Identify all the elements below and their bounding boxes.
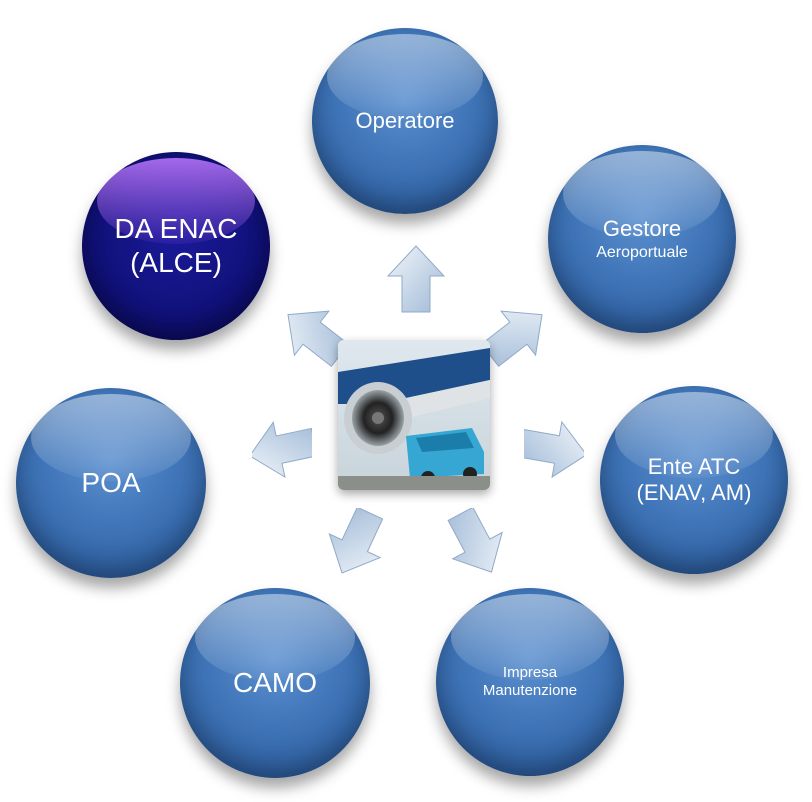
center-photo bbox=[338, 340, 490, 490]
node-gestore-line2: Aeroportuale bbox=[596, 243, 688, 261]
arrow-to-poa bbox=[252, 421, 312, 479]
node-ente-atc-line2: (ENAV, AM) bbox=[636, 480, 752, 505]
node-gestore-aeroportuale: Gestore Aeroportuale bbox=[548, 145, 736, 333]
node-impresa-manutenzione: Impresa Manutenzione bbox=[436, 588, 624, 776]
node-da-enac-alce: DA ENAC (ALCE) bbox=[82, 152, 270, 340]
node-ente-atc: Ente ATC (ENAV, AM) bbox=[600, 386, 788, 574]
arrow-to-camo bbox=[328, 508, 384, 574]
arrow-to-impresa bbox=[447, 508, 503, 573]
node-da-enac-line1: DA ENAC bbox=[114, 213, 238, 245]
node-camo-label: CAMO bbox=[233, 667, 317, 699]
node-ente-atc-line1: Ente ATC bbox=[647, 453, 741, 479]
node-impresa-line2: Manutenzione bbox=[482, 682, 578, 699]
arrow-to-gestore bbox=[486, 310, 543, 368]
arrow-to-da-enac bbox=[287, 310, 344, 368]
node-da-enac-line2: (ALCE) bbox=[130, 247, 222, 278]
node-poa: POA bbox=[16, 388, 206, 578]
node-operatore: Operatore bbox=[312, 28, 498, 214]
node-gestore-line1: Gestore bbox=[602, 216, 682, 242]
aircraft-engine-maintenance-photo-icon bbox=[338, 340, 490, 490]
node-operatore-label: Operatore bbox=[355, 107, 455, 133]
node-poa-label: POA bbox=[81, 467, 141, 499]
arrow-to-ente-atc bbox=[524, 420, 584, 479]
node-impresa-line1: Impresa bbox=[502, 664, 558, 681]
node-camo: CAMO bbox=[180, 588, 370, 778]
arrow-to-operatore bbox=[386, 245, 446, 313]
